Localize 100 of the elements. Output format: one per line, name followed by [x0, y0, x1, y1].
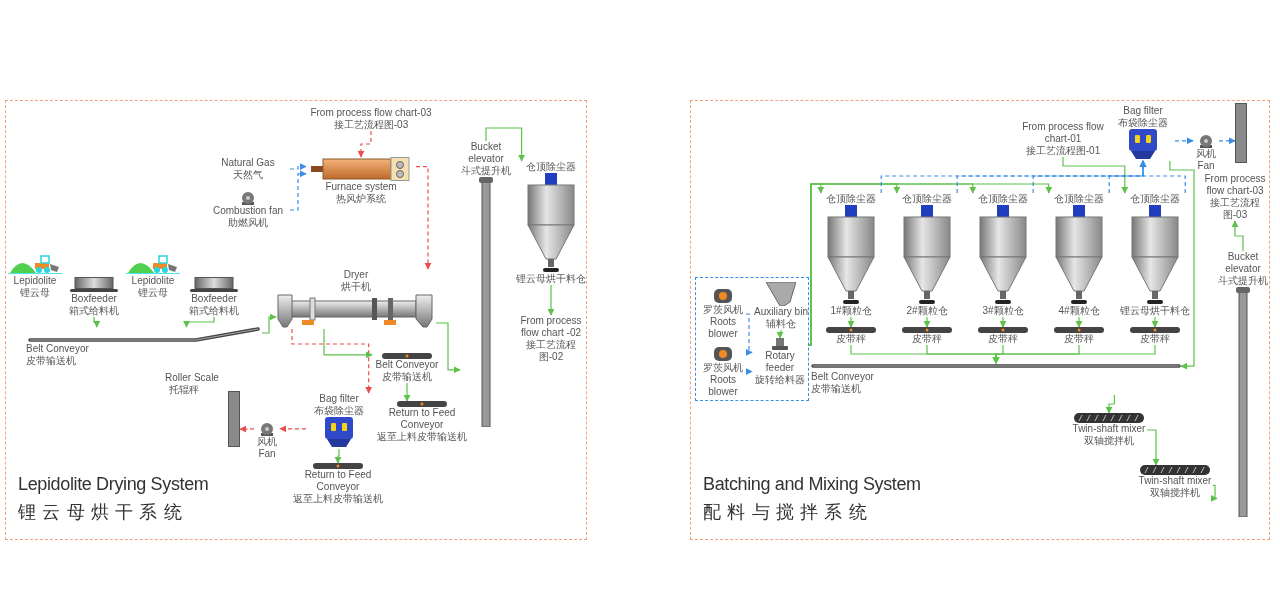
equipment-label: Belt Conveyor: [26, 343, 89, 355]
equipment-label: Boxfeeder: [71, 293, 117, 305]
equipment-label: Roots blower: [707, 374, 739, 398]
flow-arrow: [1146, 429, 1160, 466]
equipment-label: 罗茨风机: [703, 362, 743, 374]
dashed-flow-arrow: [291, 328, 373, 394]
equipment-label: 皮带输送机: [382, 371, 432, 383]
flow-arrow: [485, 127, 526, 162]
system-title: Lepidolite Drying System: [18, 473, 209, 495]
flow-arrow: [435, 322, 461, 374]
flow-arrow: [261, 313, 277, 334]
flow-chart-reference: From process flow chart-03: [310, 107, 432, 119]
dashed-flow-arrow: [745, 313, 753, 356]
equipment-label: 双轴搅拌机: [1150, 487, 1200, 499]
system-title: Batching and Mixing System: [703, 473, 921, 495]
equipment-label: 返至上料皮带输送机: [377, 431, 467, 443]
equipment-label: 助燃风机: [228, 217, 268, 229]
equipment-label: 箱式给料机: [189, 305, 239, 317]
equipment-label: 斗式提升机: [461, 165, 511, 177]
equipment-label: 仓顶除尘器: [526, 161, 576, 173]
flow-chart-reference: 接工艺流程图-02: [525, 339, 577, 363]
flow-chart-reference: From process flow chart-01: [1021, 121, 1105, 145]
equipment-label: 罗茨风机: [703, 304, 743, 316]
equipment-label: 皮带输送机: [811, 383, 861, 395]
dashed-boundary: [695, 277, 809, 401]
flow-arrow: [992, 344, 1156, 364]
equipment-label: 皮带秤: [1064, 333, 1094, 345]
equipment-label: Return to Feed Conveyor: [303, 469, 373, 493]
equipment-label: 双轴搅拌机: [1084, 435, 1134, 447]
equipment-label: Return to Feed Conveyor: [387, 407, 457, 431]
panel-frame: [690, 100, 1270, 540]
flow-arrow: [923, 316, 931, 328]
dashed-flow-arrow: [357, 130, 372, 158]
equipment-label: Combustion fan: [212, 205, 283, 217]
flow-arrow: [847, 316, 855, 328]
dashed-flow-arrow: [1174, 137, 1194, 145]
equipment-label: 皮带秤: [988, 333, 1018, 345]
flow-arrow: [1151, 316, 1159, 328]
flow-chart-reference: From process flow chart -02: [519, 315, 583, 339]
equipment-label: Lepidolite: [13, 275, 57, 287]
equipment-label: 仓顶除尘器: [978, 193, 1028, 205]
equipment-label: 托辊秤: [169, 384, 199, 396]
dashed-flow-arrow: [289, 170, 307, 211]
flow-chart-reference: 接工艺流程图-03: [333, 119, 409, 131]
flow-arrow: [807, 183, 1053, 346]
chimney: [1235, 103, 1247, 163]
flow-arrow: [334, 448, 342, 464]
dashed-flow-arrow: [1139, 160, 1186, 194]
dashed-flow-arrow: [745, 368, 753, 376]
dashed-flow-arrow: [289, 163, 307, 171]
panel-frame: [5, 100, 587, 540]
equipment-label: 布袋除尘器: [314, 405, 364, 417]
equipment-label: 烘干机: [341, 281, 371, 293]
equipment-label: Rotary feeder: [764, 350, 796, 374]
flow-arrow: [776, 329, 784, 339]
equipment-label: Fan: [258, 448, 276, 460]
dashed-flow-arrow: [1218, 137, 1236, 145]
equipment-label: 皮带秤: [836, 333, 866, 345]
flow-arrow: [182, 316, 215, 328]
dashed-flow-arrow: [415, 166, 432, 270]
equipment-label: 锂云母烘干料仓: [516, 273, 586, 285]
flow-arrow: [1231, 220, 1244, 252]
equipment-label: 热风炉系统: [336, 193, 386, 205]
flow-arrow: [1210, 484, 1218, 502]
equipment-label: Twin-shaft mixer: [1138, 475, 1212, 487]
flow-chart-reference: 接工艺流程图-03: [1209, 197, 1261, 221]
equipment-label: Twin-shaft mixer: [1072, 423, 1146, 435]
flow-arrow: [1105, 394, 1115, 414]
flow-chart-reference: From process flow chart-03: [1203, 173, 1267, 197]
flow-chart-reference: 接工艺流程图-01: [1025, 145, 1101, 157]
equipment-label: 风机: [1196, 148, 1216, 160]
flow-arrow: [403, 382, 411, 402]
equipment-label: 布袋除尘器: [1118, 117, 1168, 129]
equipment-label: 辅料仓: [766, 318, 796, 330]
equipment-label: 锂云母烘干料仓: [1120, 305, 1190, 317]
equipment-label: Boxfeeder: [191, 293, 237, 305]
equipment-label: Belt Conveyor: [375, 359, 439, 371]
equipment-label: Bag filter: [319, 393, 359, 405]
gas-source-label: 天然气: [233, 169, 263, 181]
equipment-label: 仓顶除尘器: [826, 193, 876, 205]
flow-arrow: [323, 328, 373, 359]
equipment-label: Bucket elevator: [467, 141, 505, 165]
flow-arrow: [1062, 156, 1129, 194]
chimney: [228, 391, 240, 447]
dashed-flow-arrow: [279, 425, 307, 433]
flow-arrow: [999, 316, 1007, 328]
equipment-label: 锂云母: [20, 287, 50, 299]
equipment-label: 仓顶除尘器: [902, 193, 952, 205]
equipment-label: 皮带输送机: [26, 355, 76, 367]
equipment-label: Auxiliary bin: [754, 306, 808, 318]
equipment-label: Bucket elevator: [1224, 251, 1262, 275]
system-title: 锂云母烘干系统: [18, 501, 190, 523]
equipment-label: 风机: [257, 436, 277, 448]
flow-arrow: [547, 284, 555, 316]
equipment-label: 返至上料皮带输送机: [293, 493, 383, 505]
equipment-label: 皮带秤: [912, 333, 942, 345]
equipment-label: Roller Scale: [165, 372, 219, 384]
equipment-label: Bag filter: [1123, 105, 1163, 117]
equipment-label: Furnace system: [325, 181, 397, 193]
equipment-label: Dryer: [343, 269, 369, 281]
